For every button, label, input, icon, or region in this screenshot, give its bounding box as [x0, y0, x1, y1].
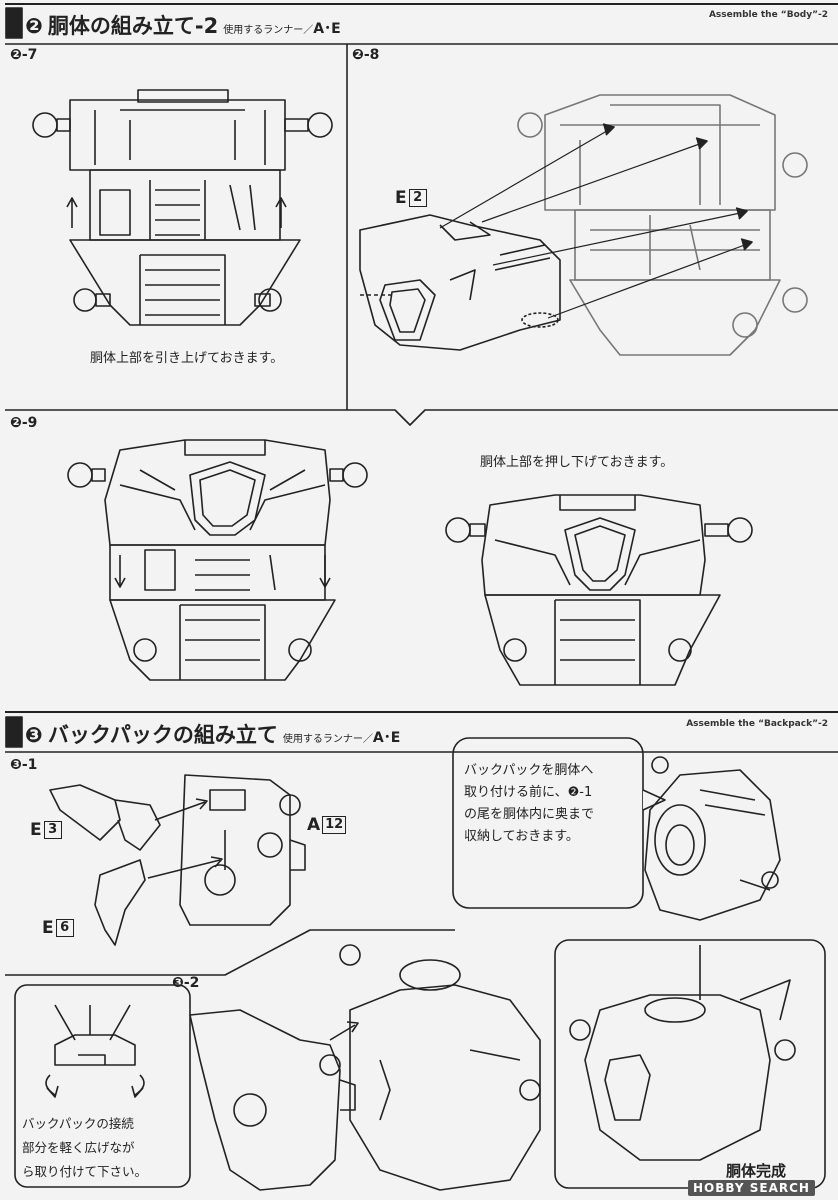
step-2-8-label: ❷-8: [352, 47, 380, 63]
connector-spread-diagram: [45, 1004, 145, 1098]
callout-text: バックパックを胴体へ 取り付ける前に、❷-1 の尾を胴体内に奥まで 収納しておき…: [464, 763, 595, 844]
tip-text: バックパックの接続 部分を軽く広げなが ら取り付けて下さい。: [22, 1116, 148, 1179]
step-3-2-label: ❸-2: [172, 975, 200, 991]
body-complete-label: 胴体完成: [726, 1162, 787, 1180]
section3-runner-label: 使用するランナー／: [282, 734, 373, 745]
section2-runner-label: 使用するランナー／: [223, 25, 314, 36]
body-lowered-arrows-drawing: [67, 439, 368, 681]
body-upper-raised-drawing: [32, 89, 333, 326]
body-lowered-result-drawing: [445, 494, 753, 686]
step-3-1-label: ❸-1: [10, 757, 38, 773]
section3-marker: [5, 716, 23, 748]
section3-heading: ❸ バックパックの組み立て 使用するランナー／A･E: [25, 719, 400, 749]
section3-number: ❸: [25, 723, 43, 747]
backpack-to-body-drawing: [189, 944, 541, 1191]
section2-marker: [5, 7, 23, 39]
step-2-9-note: 胴体上部を押し下げておきます。: [480, 455, 674, 470]
body-front-cover-attach-drawing: [359, 94, 808, 356]
backpack-parts-drawing: [49, 774, 306, 946]
watermark: HOBBY SEARCH: [688, 1180, 815, 1196]
section3-english-title: Assemble the “Backpack”-2: [686, 719, 828, 729]
step-2-7-label: ❷-7: [10, 47, 38, 63]
section2-heading: ❷ 胴体の組み立て-2 使用するランナー／A･E: [25, 10, 341, 40]
section2-title: 胴体の組み立て-2: [47, 14, 219, 38]
backpack-assembled-drawing: [644, 756, 781, 921]
section3-runner-value: A･E: [372, 730, 401, 746]
step-2-7-note: 胴体上部を引き上げておきます。: [90, 351, 284, 366]
section3-title: バックパックの組み立て: [47, 723, 278, 747]
section2-number: ❷: [25, 14, 43, 38]
section2-english-title: Assemble the “Body”-2: [708, 10, 828, 20]
section2-runner-value: A･E: [313, 21, 341, 37]
body-complete-drawing: [569, 945, 796, 1161]
step-2-9-label: ❷-9: [10, 415, 38, 431]
